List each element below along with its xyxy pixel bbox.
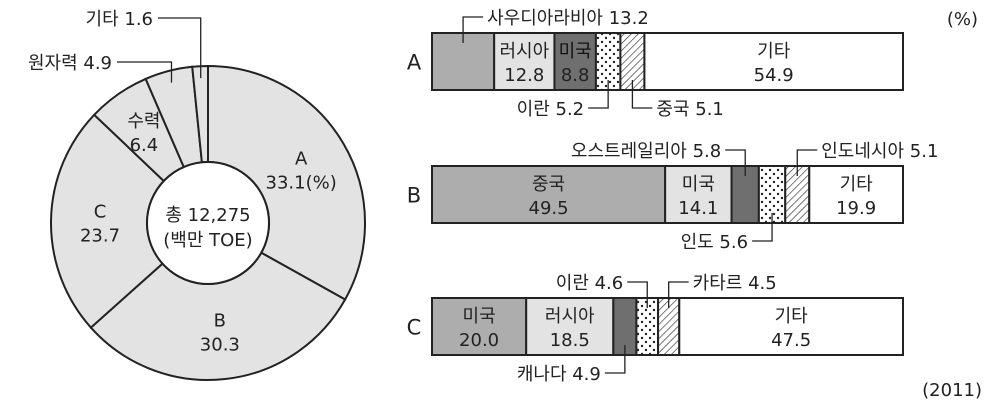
callout-line (117, 61, 173, 83)
segment-callout-label: 중국 5.1 (656, 99, 723, 120)
pie-value: 30.3 (200, 334, 240, 355)
pie-label: C (94, 201, 107, 222)
stacked-bar-chart: A 사우디아라비아 13.2 러시아 12.8 미국 8.8 이란 5.2 중국 5.1 기타 5… (407, 8, 939, 385)
bar-segment-미국 (431, 297, 528, 356)
donut-hole (146, 161, 270, 285)
segment-value: 14.1 (678, 198, 718, 219)
bar-segment-이란 (594, 32, 622, 91)
segment-value: 18.5 (550, 330, 590, 351)
callout-line (752, 213, 773, 242)
callout-line (588, 80, 609, 109)
callout-line (158, 17, 202, 79)
segment-label: 러시아 (499, 41, 549, 62)
segment-callout-label: 이란 5.2 (517, 99, 584, 120)
callout-line (462, 16, 484, 43)
bar-segment-기타 (643, 32, 905, 91)
segment-value: 49.5 (529, 198, 569, 219)
pie-value: 33.1(%) (266, 172, 337, 193)
pie-callout-label: 기타 1.6 (86, 9, 153, 30)
pie-value: 6.4 (130, 135, 159, 156)
callout-line (725, 149, 746, 176)
segment-callout-label: 오스트레일리아 5.8 (571, 141, 721, 162)
segment-callout-label: 인도 5.6 (681, 232, 748, 253)
segment-callout-label: 이란 4.6 (556, 273, 623, 294)
segment-label: 미국 (463, 306, 496, 327)
segment-label: 러시아 (545, 306, 595, 327)
segment-value: 20.0 (459, 330, 499, 351)
total-label: 총 12,275 (165, 205, 250, 226)
bar-segment-중국 (431, 165, 667, 224)
pie-label: A (295, 148, 308, 169)
callout-line (796, 149, 818, 176)
bar-category-label: A (407, 51, 422, 75)
bar-segment-기타 (808, 165, 904, 224)
segment-callout-label: 사우디아라비아 13.2 (487, 8, 649, 29)
segment-label: 미국 (559, 41, 592, 62)
segment-label: 기타 (757, 41, 791, 62)
segment-callout-label: 캐나다 4.9 (517, 364, 601, 385)
bar-category-label: C (407, 316, 422, 340)
segment-label: 중국 (532, 174, 565, 195)
callout-line (631, 80, 653, 109)
bar-category-label: B (407, 184, 421, 208)
year-label: (2011) (922, 380, 982, 401)
callout-line (604, 345, 626, 374)
segment-value: 19.9 (836, 198, 876, 219)
pie-label: 수력 (127, 111, 160, 132)
total-unit: (백만 TOE) (163, 230, 252, 251)
unit-label: (%) (947, 9, 978, 30)
segment-value: 12.8 (504, 65, 544, 86)
bar-segment-기타 (678, 297, 905, 356)
segment-label: 미국 (682, 174, 715, 195)
segment-callout-label: 카타르 4.5 (693, 273, 777, 294)
segment-value: 47.5 (771, 330, 811, 351)
donut-chart: A 33.1(%) B 30.3 C 23.7 수력 6.4 원자력 4.9 기타 1.6 총 12… (28, 9, 366, 381)
callout-line (668, 281, 689, 308)
pie-label: B (214, 310, 226, 331)
bar-segment-러시아 (493, 32, 556, 91)
bar-segment-러시아 (525, 297, 615, 356)
callout-line (627, 281, 648, 308)
segment-value: 8.8 (561, 65, 590, 86)
segment-label: 기타 (775, 306, 809, 327)
pie-value: 23.7 (80, 225, 120, 246)
segment-label: 기타 (840, 174, 874, 195)
segment-callout-label: 인도네시아 5.1 (821, 141, 938, 162)
pie-callout-label: 원자력 4.9 (28, 53, 112, 74)
segment-value: 54.9 (754, 65, 794, 86)
